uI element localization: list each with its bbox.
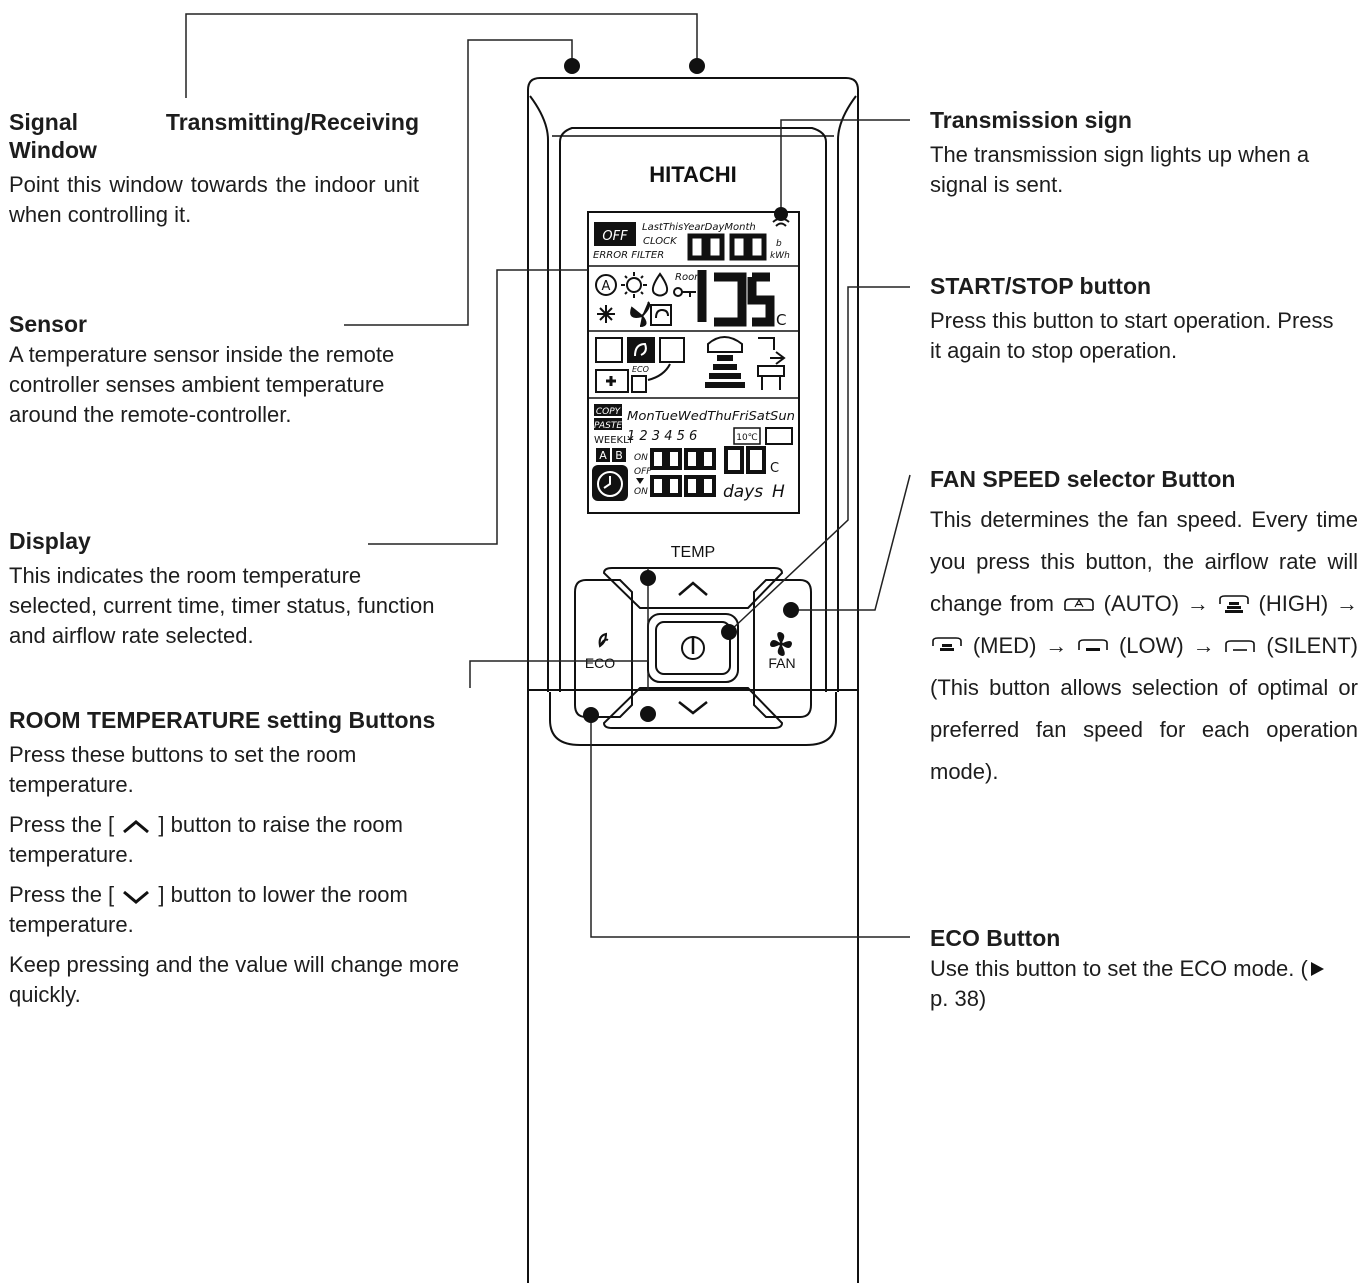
room-temp-title: ROOM TEMPERATURE setting Buttons — [9, 707, 436, 733]
fan-speed-title: FAN SPEED selector Button — [930, 466, 1236, 492]
leader-lines — [185, 13, 911, 938]
sensor-text: A temperature sensor inside the remote c… — [9, 342, 395, 427]
room-temp-text-3: Press the [ ] button to lower the room t… — [9, 880, 489, 940]
lcd-weekly: WEEKLY — [594, 435, 634, 446]
fan-auto-icon — [1064, 598, 1094, 611]
lcd-clock: CLOCK — [643, 236, 678, 247]
lcd-a: A — [599, 449, 607, 462]
lcd-clock-digits — [687, 233, 767, 261]
fan-speed-arrow: → — [1045, 633, 1068, 658]
signal-window-title-2: Window — [9, 137, 97, 163]
lcd-kwh: kWh — [770, 251, 790, 261]
fan-button[interactable] — [753, 579, 812, 718]
room-temp-text-2b: ] button to raise the room temperature. — [9, 812, 403, 867]
signal-window-title-1: Signal Transmitting/Receiving — [9, 109, 419, 135]
temp-down-button[interactable] — [602, 687, 784, 729]
lcd-timer-digits — [650, 446, 766, 497]
start-stop-text: Press this button to start operation. Pr… — [930, 308, 1334, 363]
fan-speed-high: (HIGH) → — [1258, 591, 1358, 616]
start-stop-title: START/STOP button — [930, 273, 1152, 299]
lcd-on2: ON — [634, 487, 648, 497]
lcd-c-small: C — [770, 461, 779, 476]
fan-icon — [770, 632, 792, 656]
eco-title: ECO Button — [930, 925, 1061, 951]
fan-speed-low: (LOW) → — [1118, 633, 1215, 658]
lcd-h: H — [772, 482, 785, 502]
lcd-period-labels: LastThisYearDayMonth — [642, 222, 756, 233]
start-stop-label: START/STOP button Press this button to s… — [930, 272, 1350, 366]
room-temp-text-1: Press these buttons to set the room temp… — [9, 742, 357, 797]
signal-window-label: Signal Transmitting/Receiving Window Poi… — [9, 108, 419, 230]
room-temp-text-2: Press the [ ] button to raise the room t… — [9, 810, 489, 870]
lcd-days: days — [723, 482, 763, 502]
svg-text:A: A — [602, 279, 611, 294]
lcd-error-filter: ERROR FILTER — [593, 250, 664, 261]
lcd-function-icons — [595, 336, 786, 393]
eco-button-label: ECO — [585, 655, 615, 671]
lcd-key-icon — [673, 287, 696, 297]
fan-low-icon — [1078, 639, 1108, 652]
lcd-b-timer: B — [615, 449, 623, 462]
lcd-copy: COPY — [596, 407, 622, 417]
fan-speed-med: (MED) — [972, 633, 1037, 658]
fan-speed-text: This determines the fan speed. Every tim… — [930, 499, 1358, 793]
transmission-title: Transmission sign — [930, 107, 1132, 133]
lcd-week-numbers: 1 2 3 4 5 6 — [627, 429, 697, 444]
room-temp-text-2a: Press the [ — [9, 812, 115, 837]
lcd-eco: ECO — [632, 365, 649, 374]
play-arrow-icon — [1310, 962, 1324, 976]
chevron-down-icon — [123, 891, 150, 905]
transmission-label: Transmission sign The transmission sign … — [930, 106, 1330, 200]
lcd-b: b — [776, 239, 782, 249]
lcd-10c: 10℃ — [736, 433, 758, 443]
room-temp-text-3a: Press the [ — [9, 882, 115, 907]
eco-text-a: Use this button to set the ECO mode. ( — [930, 956, 1308, 981]
lcd-room: Room — [675, 272, 704, 283]
room-temp-text-4: Keep pressing and the value will change … — [9, 952, 460, 1007]
display-title: Display — [9, 528, 91, 554]
lcd-fan-bars — [705, 355, 745, 388]
sensor-label: Sensor A temperature sensor inside the r… — [9, 310, 409, 430]
fan-speed-label: FAN SPEED selector Button This determine… — [930, 465, 1358, 793]
room-temp-text-3b: ] button to lower the room temperature. — [9, 882, 408, 937]
fan-silent-icon — [1225, 640, 1256, 653]
lcd-c-big: C — [776, 311, 786, 329]
display-text: This indicates the room temperature sele… — [9, 563, 435, 648]
temp-label: TEMP — [671, 544, 715, 561]
transmission-text: The transmission sign lights up when a s… — [930, 142, 1310, 197]
start-stop-button[interactable] — [647, 613, 739, 683]
lcd-off: OFF — [602, 229, 628, 244]
temp-up-button[interactable] — [602, 567, 784, 609]
fan-speed-text-1: This determines the fan speed. Every tim… — [930, 507, 1358, 616]
eco-text: Use this button to set the ECO mode. ( p… — [930, 954, 1330, 1014]
brand-logo: HITACHI — [649, 162, 737, 187]
lcd-off-timer: OFF — [634, 467, 652, 477]
fan-button-label: FAN — [768, 655, 795, 671]
lcd-temp-digits — [697, 270, 775, 327]
lcd-timer-clock-icon — [597, 471, 623, 497]
fan-med-icon — [932, 637, 962, 652]
eco-label: ECO Button Use this button to set the EC… — [930, 924, 1330, 1014]
lcd-paste: PASTE — [594, 421, 622, 431]
fan-high-icon — [1218, 595, 1249, 614]
display-label: Display This indicates the room temperat… — [9, 527, 439, 651]
leader-dots — [564, 58, 799, 723]
lcd-display: OFF LastThisYearDayMonth CLOCK ERROR FIL… — [587, 211, 800, 514]
fan-speed-silent: (SILENT) (This button allows selection o… — [930, 633, 1358, 784]
eco-button[interactable] — [574, 579, 633, 718]
eco-text-b: p. 38) — [930, 986, 987, 1011]
signal-window-text: Point this window towards the indoor uni… — [9, 172, 419, 227]
room-temp-label: ROOM TEMPERATURE setting Buttons Press t… — [9, 706, 509, 1020]
sensor-title: Sensor — [9, 311, 87, 337]
lcd-mode-icons: A — [595, 272, 672, 327]
lcd-on: ON — [634, 453, 648, 463]
lcd-days-of-week: MonTueWedThuFriSatSun — [627, 409, 795, 423]
chevron-up-icon — [123, 820, 150, 834]
remote-body — [527, 77, 859, 1283]
fan-speed-auto: (AUTO) → — [1103, 591, 1209, 616]
